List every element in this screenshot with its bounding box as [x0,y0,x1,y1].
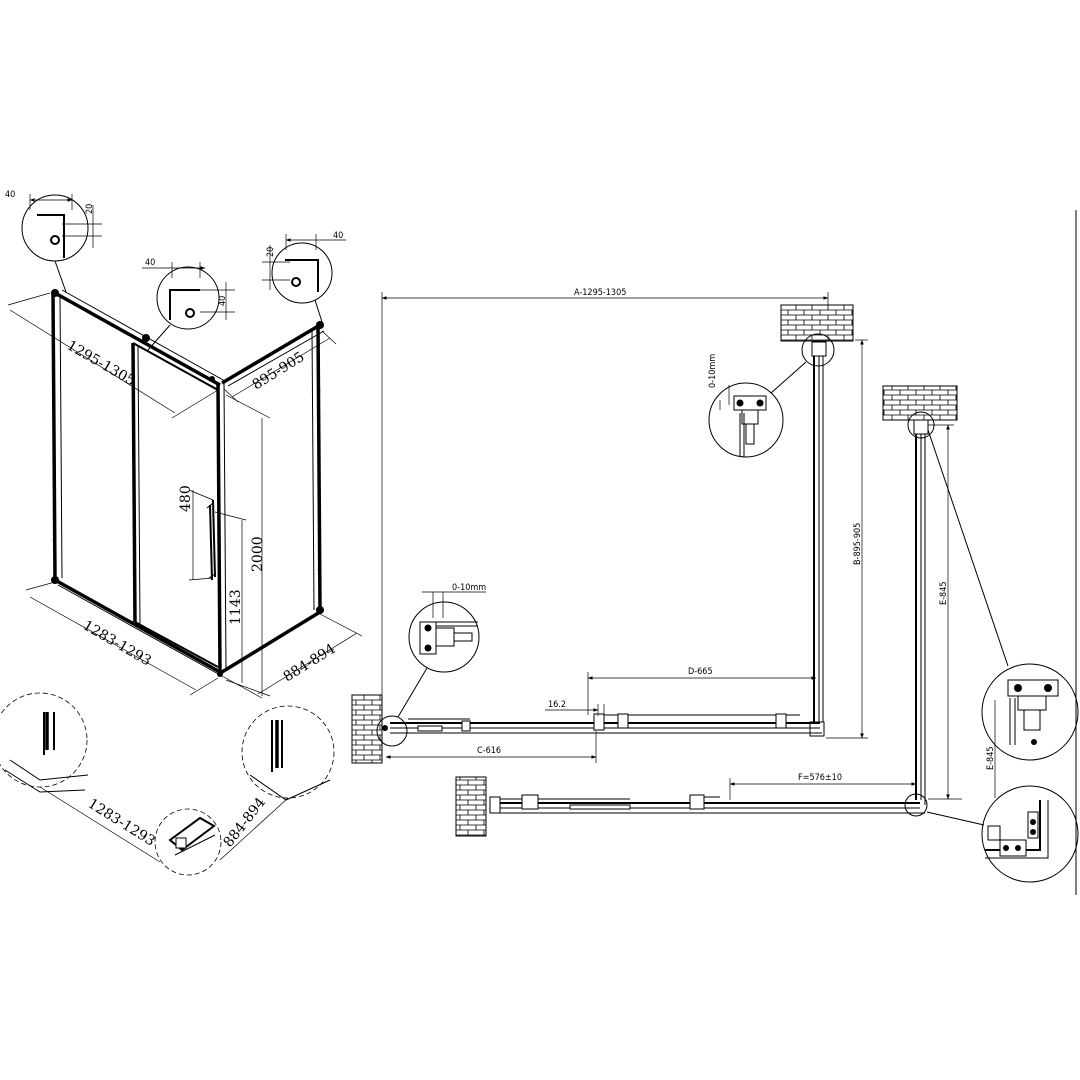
dim-label-40-side: 40 [218,296,228,306]
gap-top-label: 0-10mm [708,354,718,388]
plan-view: A-1295-1305 B-895-905 D-665 C-616 [351,288,868,764]
dim-offset-label: 16.2 [548,700,566,710]
dim-bottom-front: 1283-1293 [85,796,158,850]
dim-height: 2000 [250,536,266,572]
dim-bottom-side: 884-894 [221,795,269,851]
dim-f-label: F=576±10 [798,773,842,783]
plan-view-alt: E-845 F=576±10 E-845 [455,385,1079,883]
right-upper-profile-detail [1007,679,1059,745]
wall-left-alt [455,776,487,837]
dim-handle-height: 1143 [228,589,244,625]
right-lower-corner-detail [985,800,1049,859]
dim-label-40: 40 [5,190,15,200]
dim-label-20: 20 [85,204,95,214]
dim-e-upper-label: E-845 [939,582,949,606]
dim-side-width-top: 895-905 [250,349,308,393]
left-wall-profile-detail [419,591,486,655]
top-wall-profile-detail [719,385,767,457]
dim-c-label: C-616 [477,746,501,756]
wall-top-alt [882,385,958,421]
dim-label-40-top: 40 [145,258,155,268]
gap-left-label: 0-10mm [452,583,486,593]
dim-handle-length: 480 [178,485,194,512]
wall-top [780,304,854,342]
bottom-detail-callouts: 1283-1293 884-894 [0,692,335,876]
dim-front-width-top: 1295-1305 [64,338,138,390]
dim-d-label: D-665 [688,667,713,677]
detail-callout-middle: 40 40 [142,258,235,351]
dim-label-20-right: 20 [266,247,276,257]
dim-a-label: A-1295-1305 [574,288,626,298]
isometric-view: 40 20 40 40 [0,190,363,876]
detail-callout-top-right: 40 20 [262,231,346,326]
dim-side-width-bottom: 884-894 [281,641,339,685]
dim-b-label: B-895-905 [853,523,863,565]
detail-callout-top-left: 40 20 [5,190,102,293]
dim-e-lower-label: E-845 [986,747,996,771]
enclosure-frame [51,289,325,677]
dim-label-40-right: 40 [333,231,343,241]
